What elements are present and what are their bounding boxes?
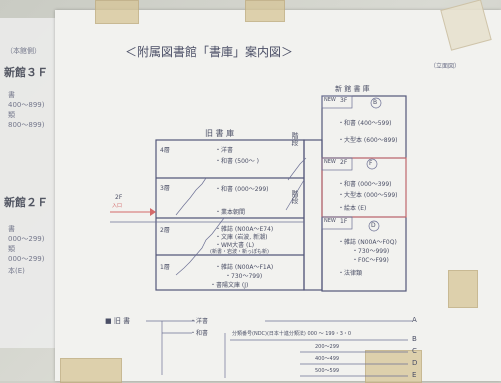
stair-column [303, 139, 323, 291]
new-stacks-line: ・和書 (400〜599) [338, 120, 392, 127]
floor-label: 2層 [160, 227, 170, 234]
new-tag: NEW [324, 97, 336, 103]
tape [245, 0, 285, 22]
new-stacks-line: ・法律類 [338, 270, 363, 277]
background-line: 類 [8, 245, 15, 253]
background-line: 書 [8, 91, 15, 99]
new-stacks-line: ・雑誌 (N00A〜F0Q) [338, 239, 397, 246]
tape [60, 358, 122, 383]
legend-item: ・洋書 [190, 318, 209, 325]
tape [448, 270, 478, 308]
legend-target: C [412, 347, 417, 355]
entrance-floor: 2F [115, 194, 123, 201]
new-stacks-title: 新 館 書 庫 [335, 85, 370, 93]
code-letter: D [371, 222, 376, 229]
old-stacks-title: 旧 書 庫 [205, 129, 235, 138]
floor-tag [321, 216, 353, 230]
old-stacks-line: (新書・岩波・新っぽも新) [210, 249, 269, 255]
new-tag: NEW [324, 218, 336, 224]
background-sign: （本館側） 新館３Ｆ 書 400〜899) 類 800〜899) 新館２Ｆ 書 … [0, 18, 60, 348]
new-stacks-line: ・大型本 (000〜599) [338, 192, 398, 199]
stair-steps [285, 179, 305, 211]
tape [365, 350, 422, 383]
legend-heading: ■ 旧 書 [105, 317, 131, 325]
entrance-label: 入口 [112, 203, 123, 209]
background-line: 800〜899) [8, 121, 45, 129]
background-floor-2f: 新館２Ｆ [4, 196, 48, 209]
code-circle [366, 158, 378, 170]
floor-label: 3層 [160, 185, 170, 192]
old-stacks-line: ・書陽文庫 (J) [210, 282, 249, 289]
floor-tag [321, 95, 353, 109]
current-floor-highlight [321, 157, 407, 218]
code-circle [370, 97, 382, 109]
floor-label: 2F [340, 159, 348, 166]
tape [95, 0, 139, 24]
old-stacks-line: ・雑誌 (N00A〜E74) [215, 226, 274, 233]
background-floor-3f: 新館３Ｆ [4, 66, 48, 79]
background-line: 類 [8, 111, 15, 119]
legend-target: A [412, 316, 417, 324]
old-stacks-line: ・雑誌 (N00A〜F1A) [215, 264, 274, 271]
old-stacks-line: ・和書 (000〜299) [215, 186, 269, 193]
legend-row: 500〜599 [315, 368, 340, 374]
floor-tag [321, 157, 353, 171]
background-line: 000〜299) [8, 235, 45, 243]
old-stacks-line: ・業本朝間 [215, 209, 246, 216]
old-stair [175, 177, 207, 216]
background-note: （本館側） [6, 47, 41, 55]
floor-label: 1F [340, 218, 348, 225]
background-line: 400〜899) [8, 101, 45, 109]
background-line: 書 [8, 225, 15, 233]
new-stacks-line: ・730〜999) [352, 248, 390, 255]
legend-detail: 分類番号(NDC)(日本十進分類法) 000 〜 199・3・0 [232, 331, 352, 337]
stairs-label: 階段 [291, 132, 299, 146]
legend-target: B [412, 335, 417, 343]
new-tag: NEW [324, 159, 336, 165]
floor-label: 1層 [160, 264, 170, 271]
new-stacks-line: ・大型本 (600〜899) [338, 137, 398, 144]
floor-label: 4層 [160, 147, 170, 154]
stack-guide-sign [55, 10, 501, 381]
legend-target: E [412, 371, 417, 379]
old-stacks-line: ・洋書 [215, 147, 234, 154]
old-stacks-line: ・730〜799) [225, 273, 263, 280]
code-letter: F [369, 160, 373, 167]
stairs-label: 階段 [291, 190, 299, 204]
code-circle [368, 220, 380, 232]
sign-title: ＜附属図書館「書庫」案内図＞ [125, 45, 294, 59]
stair-steps [287, 157, 307, 181]
new-stacks-line: ・F0C〜F99) [352, 257, 389, 264]
old-stacks-line: ・WM大書 (L) [215, 242, 255, 249]
new-stacks-line: ・絵本 (E) [338, 205, 367, 212]
entrance-arrowhead [150, 208, 156, 216]
legend-row: 400〜499 [315, 356, 340, 362]
legend-row: 200〜299 [315, 344, 340, 350]
floor-label: 3F [340, 97, 348, 104]
old-stacks-line: ・文庫 (岩波, 新潮) [215, 234, 268, 241]
background-line: 本(E) [8, 267, 25, 275]
background-line: 000〜299) [8, 255, 45, 263]
old-stair [175, 217, 225, 276]
legend-target: D [412, 359, 418, 367]
old-stacks-line: ・和書 (500〜 ) [215, 158, 259, 165]
code-letter: B [373, 99, 378, 106]
reference-note: （立面図） [430, 63, 461, 70]
legend-item: ・和書 [190, 330, 209, 337]
new-stacks-line: ・和書 (000〜399) [338, 181, 392, 188]
